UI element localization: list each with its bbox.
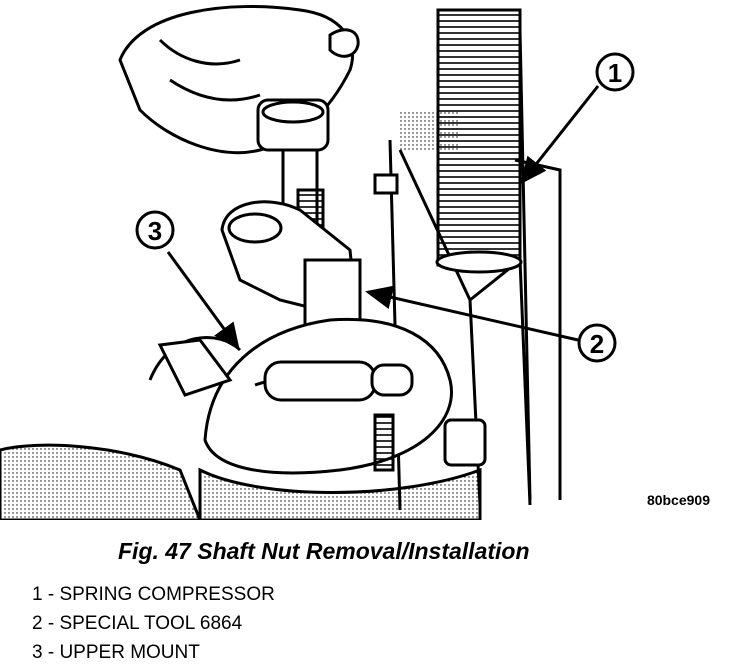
- callout-3-number: 3: [148, 216, 162, 246]
- callout-1: 1: [520, 52, 635, 185]
- callout-2-number: 2: [590, 329, 604, 359]
- image-code: 80bce909: [646, 492, 710, 508]
- technical-illustration: 1 2 3: [0, 5, 635, 520]
- upper-mount: [148, 317, 453, 475]
- legend-item: 1 - SPRING COMPRESSOR: [32, 584, 275, 605]
- legend-item: 2 - SPECIAL TOOL 6864: [32, 613, 243, 634]
- callout-3: 3: [135, 210, 240, 351]
- legend-list: 1 - SPRING COMPRESSOR 2 - SPECIAL TOOL 6…: [32, 580, 275, 667]
- figure-caption: Fig. 47 Shaft Nut Removal/Installation: [118, 538, 530, 564]
- legend-item: 3 - UPPER MOUNT: [32, 642, 200, 663]
- compressor-screw: [435, 8, 523, 274]
- callout-1-number: 1: [608, 58, 622, 88]
- strut-body: [0, 443, 482, 520]
- special-tool: [220, 98, 362, 362]
- callout-2: 2: [365, 285, 617, 363]
